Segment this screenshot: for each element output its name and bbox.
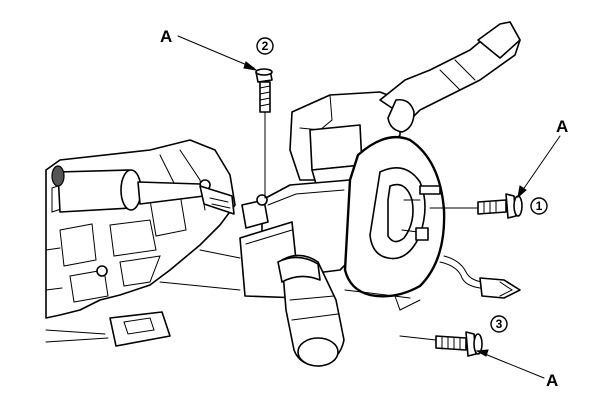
spiral-cable-ring bbox=[343, 135, 446, 311]
column-shaft bbox=[51, 165, 235, 215]
screw-3 bbox=[399, 331, 483, 357]
callout-letter: A bbox=[546, 371, 558, 390]
callout-2: A 2 bbox=[160, 27, 274, 71]
assembly-lines bbox=[159, 249, 411, 299]
switch-harness bbox=[439, 255, 521, 299]
callout-number: 3 bbox=[496, 317, 503, 331]
callout-number-circle bbox=[256, 37, 274, 55]
callout-number-circle bbox=[530, 197, 548, 215]
steering-column-housing bbox=[45, 139, 236, 319]
callout-1: A 1 bbox=[517, 117, 568, 215]
screw-1 bbox=[429, 193, 523, 219]
wiper-switch-stalk bbox=[379, 21, 521, 133]
callout-number: 2 bbox=[262, 39, 269, 53]
callout-letter: A bbox=[160, 27, 172, 46]
callout-number-circle bbox=[490, 315, 508, 333]
light-switch-stalk bbox=[277, 254, 345, 367]
screw-2 bbox=[255, 68, 273, 199]
callout-3: A 3 bbox=[475, 315, 558, 390]
callout-number: 1 bbox=[536, 199, 543, 213]
connector-plug bbox=[45, 311, 171, 347]
callout-letter: A bbox=[556, 117, 568, 136]
